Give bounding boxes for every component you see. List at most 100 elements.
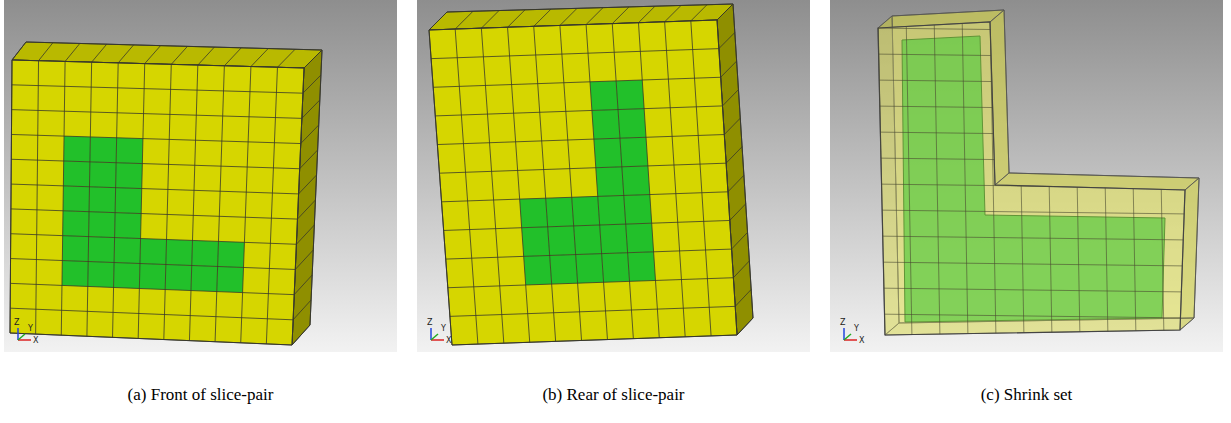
mesh-part: [63, 186, 89, 212]
mesh-part: [251, 49, 268, 67]
mesh-part: [114, 263, 140, 289]
mesh-part: [520, 198, 548, 228]
mesh-part: [724, 118, 740, 134]
mesh-part: [572, 196, 600, 226]
mesh-part: [1158, 10, 1164, 340]
mesh-part: [218, 241, 245, 267]
mesh-part: [596, 167, 624, 197]
mesh-part: [447, 4, 733, 12]
mesh-part: [560, 25, 582, 340]
mesh-part: [452, 335, 737, 345]
mesh-part: [638, 6, 655, 23]
mesh-part: [217, 266, 244, 292]
mesh-part: [139, 264, 165, 290]
mesh-part: [62, 236, 88, 262]
mesh-part: [870, 340, 1190, 344]
mesh-part: [691, 21, 711, 336]
mesh-part: [730, 204, 746, 221]
mesh-part: [481, 28, 503, 343]
mesh-part: [39, 43, 53, 61]
mesh-part: [870, 54, 1190, 58]
mesh-part: [113, 63, 119, 337]
axis-label: Y: [441, 324, 446, 333]
mesh-part: [10, 60, 12, 333]
mesh-part: [455, 11, 473, 29]
mesh-part: [691, 5, 707, 21]
axis-label: Z: [427, 318, 432, 327]
axis-icon: [18, 334, 25, 340]
mesh-part: [620, 137, 648, 167]
mesh-part: [145, 46, 161, 64]
mesh-part: [870, 184, 1190, 188]
mesh-part: [198, 47, 215, 65]
mesh-part: [1130, 10, 1136, 340]
axis-label: Z: [840, 318, 845, 327]
mesh-part: [88, 237, 114, 263]
mesh-part: [138, 64, 145, 339]
axis-icon: [431, 339, 444, 341]
mesh-part: [548, 226, 576, 256]
mesh-part: [524, 255, 552, 285]
mesh-part: [586, 25, 607, 340]
mesh-part: [277, 49, 295, 67]
mesh-part: [10, 308, 293, 320]
axis-icon: [18, 339, 31, 341]
mesh-part: [733, 4, 753, 318]
mesh-part: [26, 42, 322, 50]
mesh-part: [508, 10, 525, 27]
mesh-part: [429, 20, 737, 345]
mesh-part: [726, 147, 742, 163]
mesh-part: [508, 27, 530, 342]
mesh-part: [735, 289, 751, 306]
mesh-part: [140, 239, 167, 265]
mesh-part: [728, 175, 744, 192]
mesh-part: [665, 5, 681, 21]
mesh-part: [590, 81, 618, 111]
mesh-part: [118, 45, 133, 63]
axis-label: X: [446, 336, 451, 345]
mesh-part: [11, 184, 298, 194]
mesh-part: [560, 8, 577, 25]
mesh-part: [612, 7, 629, 24]
mesh-part: [481, 11, 499, 29]
mesh-part: [870, 236, 1190, 240]
mesh-part: [429, 30, 452, 345]
mesh-part: [878, 10, 884, 340]
mesh-part: [598, 195, 626, 225]
mesh-part: [870, 10, 1192, 344]
mesh-part: [618, 109, 646, 139]
mesh-part: [12, 110, 302, 119]
mesh-part: [292, 68, 304, 345]
viewport-background: [417, 0, 810, 352]
mesh-part: [297, 200, 315, 219]
mesh-part: [171, 46, 187, 64]
mesh-part: [962, 10, 968, 340]
viewport-background: [4, 0, 397, 352]
mesh-part: [89, 187, 116, 213]
mesh-part: [63, 161, 90, 187]
mesh-part: [241, 67, 251, 343]
mesh-part: [626, 223, 654, 253]
mesh-part: [435, 106, 722, 116]
mesh-part: [574, 225, 602, 255]
mesh-part: [11, 159, 299, 168]
mesh-part: [92, 44, 107, 62]
panel-caption: (c) Shrink set: [830, 385, 1223, 405]
mesh-part: [295, 250, 313, 269]
panel-caption: (b) Rear of slice-pair: [417, 385, 810, 405]
mesh-part: [444, 220, 730, 230]
mesh-part: [429, 20, 717, 30]
mesh-part: [870, 262, 1190, 266]
mesh-part: [624, 195, 652, 225]
mesh-part: [293, 300, 311, 320]
mesh-part: [90, 137, 117, 163]
mesh-part: [522, 227, 550, 257]
mesh-part: [546, 197, 574, 227]
mesh-part: [88, 262, 114, 288]
mesh-part: [61, 61, 65, 335]
mesh-part: [870, 80, 1190, 84]
axis-icon: [431, 334, 438, 340]
mesh-part: [870, 158, 1190, 162]
mesh-part: [266, 67, 277, 344]
mesh-part: [612, 24, 633, 339]
